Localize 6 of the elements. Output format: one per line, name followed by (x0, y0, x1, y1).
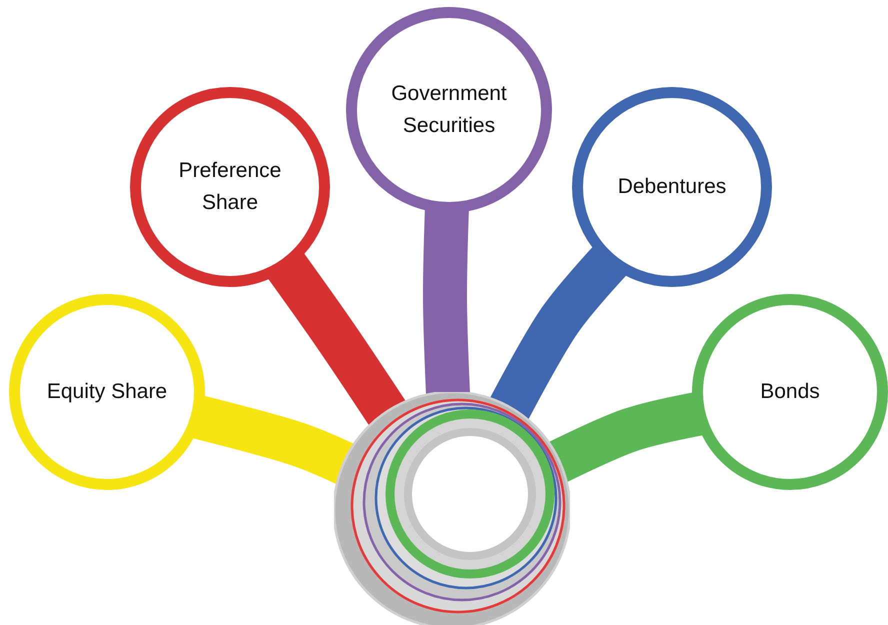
topic-label: Equity Share (46, 379, 168, 405)
topic-label: Debentures (618, 174, 726, 200)
hub-ring (334, 392, 570, 625)
topic-label: Bonds (760, 379, 820, 405)
topic-label: Preference Share (178, 158, 282, 216)
topic-label: Government Securities (390, 81, 508, 139)
